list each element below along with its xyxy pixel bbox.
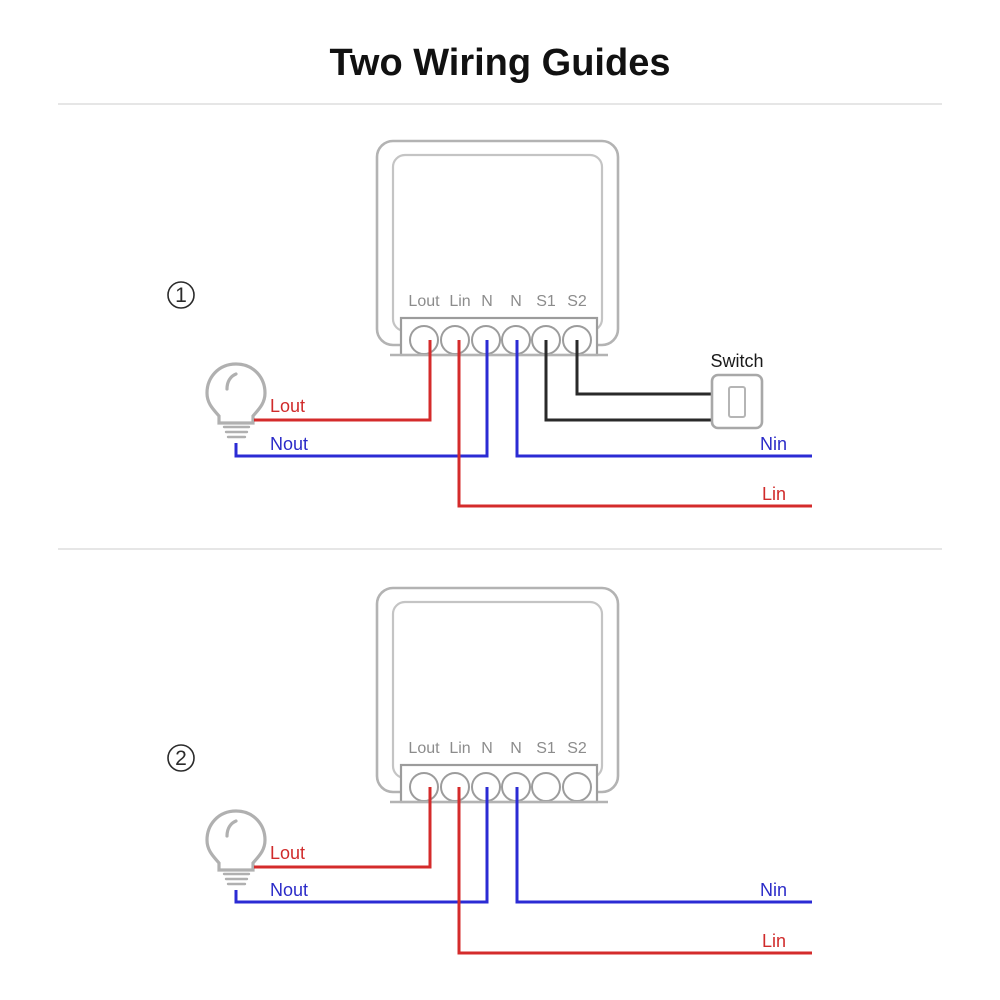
terminal-label-s2: S2: [567, 293, 587, 310]
diagram-1: 1 Lout Lin N N S1 S2: [167, 139, 812, 508]
switch-toggle[interactable]: [728, 386, 746, 418]
step-circle-outline: [167, 744, 195, 772]
wire-label-lout-2: Lout: [270, 843, 305, 863]
smart-switch-module-2: Lout Lin N N S1 S2: [375, 586, 620, 804]
terminal-label-s1: S1: [536, 740, 556, 757]
bulb-glass: [205, 809, 267, 872]
wire-nin-2: [515, 787, 812, 904]
step-indicator-1: 1: [167, 281, 195, 309]
bulb-highlight-arc: [225, 372, 238, 391]
light-bulb-icon-1: [205, 362, 267, 439]
terminal-label-s2: S2: [567, 740, 587, 757]
wire-label-nout-2: Nout: [270, 880, 308, 900]
wire-label-nin-2: Nin: [760, 880, 787, 900]
wire-nout-2: [234, 787, 489, 904]
diagram-2: 2 Lout Lin N N S1 S2: [167, 586, 812, 955]
wire-lout-1: [254, 340, 432, 422]
bulb-highlight-arc: [225, 819, 238, 838]
step-number-label: 2: [175, 747, 187, 770]
step-circle-outline: [167, 281, 195, 309]
wire-lin-2: [457, 787, 812, 955]
page-title: Two Wiring Guides: [330, 42, 671, 84]
device-outer-shell: [375, 586, 620, 794]
wire-s1-1: [544, 340, 712, 422]
bulb-glass: [205, 362, 267, 425]
terminal-label-s1: S1: [536, 293, 556, 310]
smart-switch-module-1: Lout Lin N N S1 S2: [375, 139, 620, 357]
step-indicator-2: 2: [167, 744, 195, 772]
wire-label-lin-1: Lin: [762, 484, 786, 504]
terminal-label-n2: N: [510, 740, 522, 757]
wire-label-nout-1: Nout: [270, 434, 308, 454]
wire-s2-1: [575, 340, 712, 396]
terminal-label-lin: Lin: [449, 293, 470, 310]
light-bulb-icon-2: [205, 809, 267, 886]
terminal-label-n1: N: [481, 740, 493, 757]
wire-lout-2: [254, 787, 432, 869]
device-outer-shell: [375, 139, 620, 347]
wire-label-lout-1: Lout: [270, 396, 305, 416]
terminal-label-lout: Lout: [408, 740, 440, 757]
step-number-label: 1: [175, 284, 187, 307]
wall-switch-1[interactable]: Switch: [710, 351, 764, 430]
wire-nout-1: [234, 340, 489, 458]
terminal-label-n1: N: [481, 293, 493, 310]
terminal-label-lout: Lout: [408, 293, 440, 310]
terminal-label-n2: N: [510, 293, 522, 310]
wire-nin-1: [515, 340, 812, 458]
wire-lin-1: [457, 340, 812, 508]
terminal-label-lin: Lin: [449, 740, 470, 757]
wire-label-lin-2: Lin: [762, 931, 786, 951]
switch-label: Switch: [710, 351, 763, 371]
wire-label-nin-1: Nin: [760, 434, 787, 454]
